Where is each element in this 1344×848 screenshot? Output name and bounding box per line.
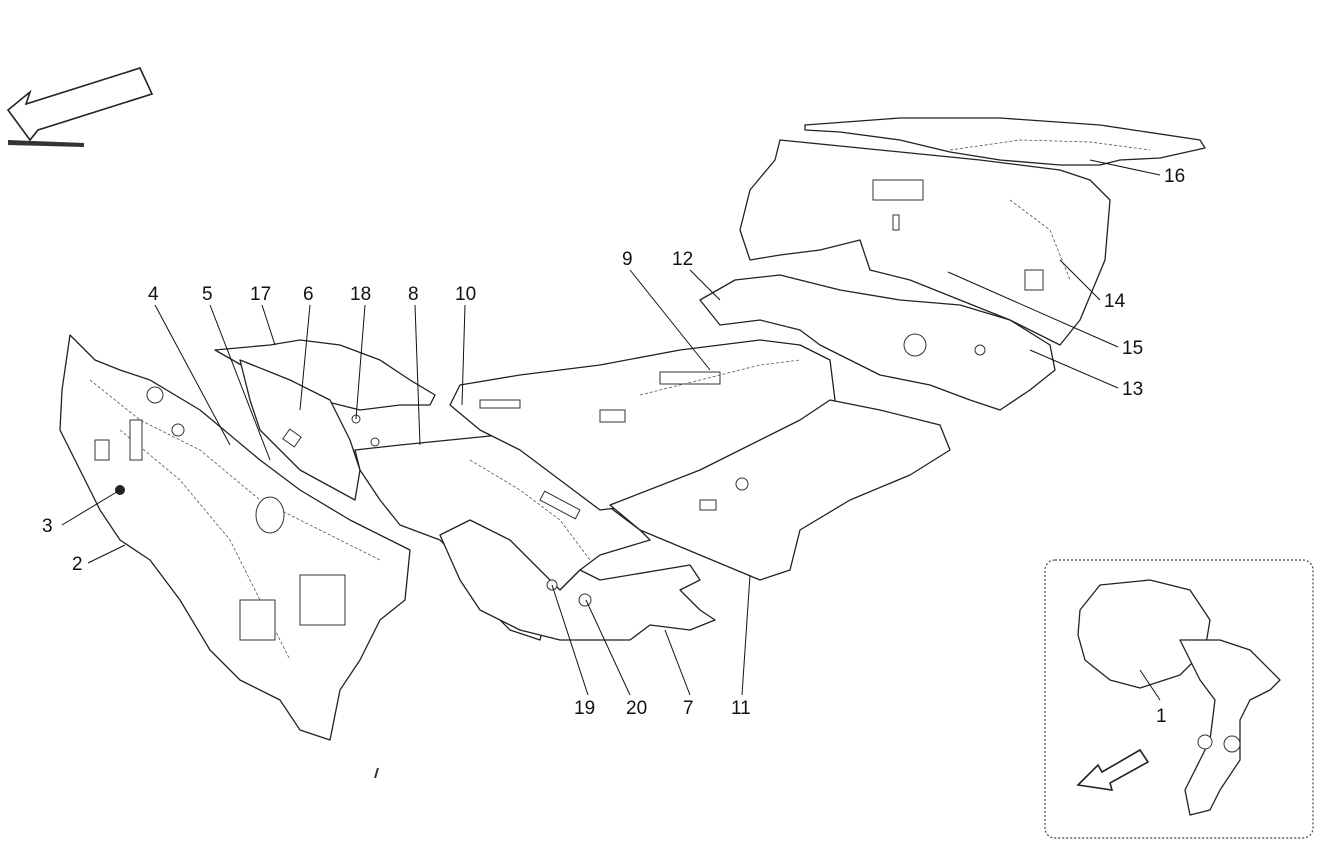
callout-9: 9 <box>622 249 633 270</box>
inset-frame <box>1044 559 1314 839</box>
callout-15: 15 <box>1122 338 1143 359</box>
callout-6: 6 <box>303 284 314 305</box>
callout-18: 18 <box>350 284 371 305</box>
callout-17: 17 <box>250 284 271 305</box>
callout-10: 10 <box>455 284 476 305</box>
callout-7: 7 <box>683 698 694 719</box>
callout-2: 2 <box>72 554 83 575</box>
callout-labels: 1 2 3 4 5 6 7 8 9 10 11 12 13 14 15 16 1… <box>42 166 1185 727</box>
part-rear-floor <box>699 264 1056 411</box>
leader-lines <box>61 159 1161 701</box>
part-rear-bulkhead <box>739 139 1111 346</box>
callout-3: 3 <box>42 516 53 537</box>
stray-mark <box>374 767 379 779</box>
callout-1: 1 <box>1156 706 1167 727</box>
callout-8: 8 <box>408 284 419 305</box>
callout-16: 16 <box>1164 166 1185 187</box>
callout-4: 4 <box>148 284 159 305</box>
inset-direction-arrow-icon <box>1076 748 1150 791</box>
part-rear-shelf <box>804 117 1206 166</box>
callout-13: 13 <box>1122 379 1143 400</box>
part-floor-insulation <box>449 339 951 581</box>
callout-20: 20 <box>626 698 647 719</box>
callout-11: 11 <box>731 698 751 719</box>
direction-arrow-icon <box>6 67 154 147</box>
callout-14: 14 <box>1104 291 1126 312</box>
callout-12: 12 <box>672 249 693 270</box>
part-bulkhead-insulation <box>59 334 411 741</box>
callout-19: 19 <box>574 698 595 719</box>
callout-5: 5 <box>202 284 213 305</box>
